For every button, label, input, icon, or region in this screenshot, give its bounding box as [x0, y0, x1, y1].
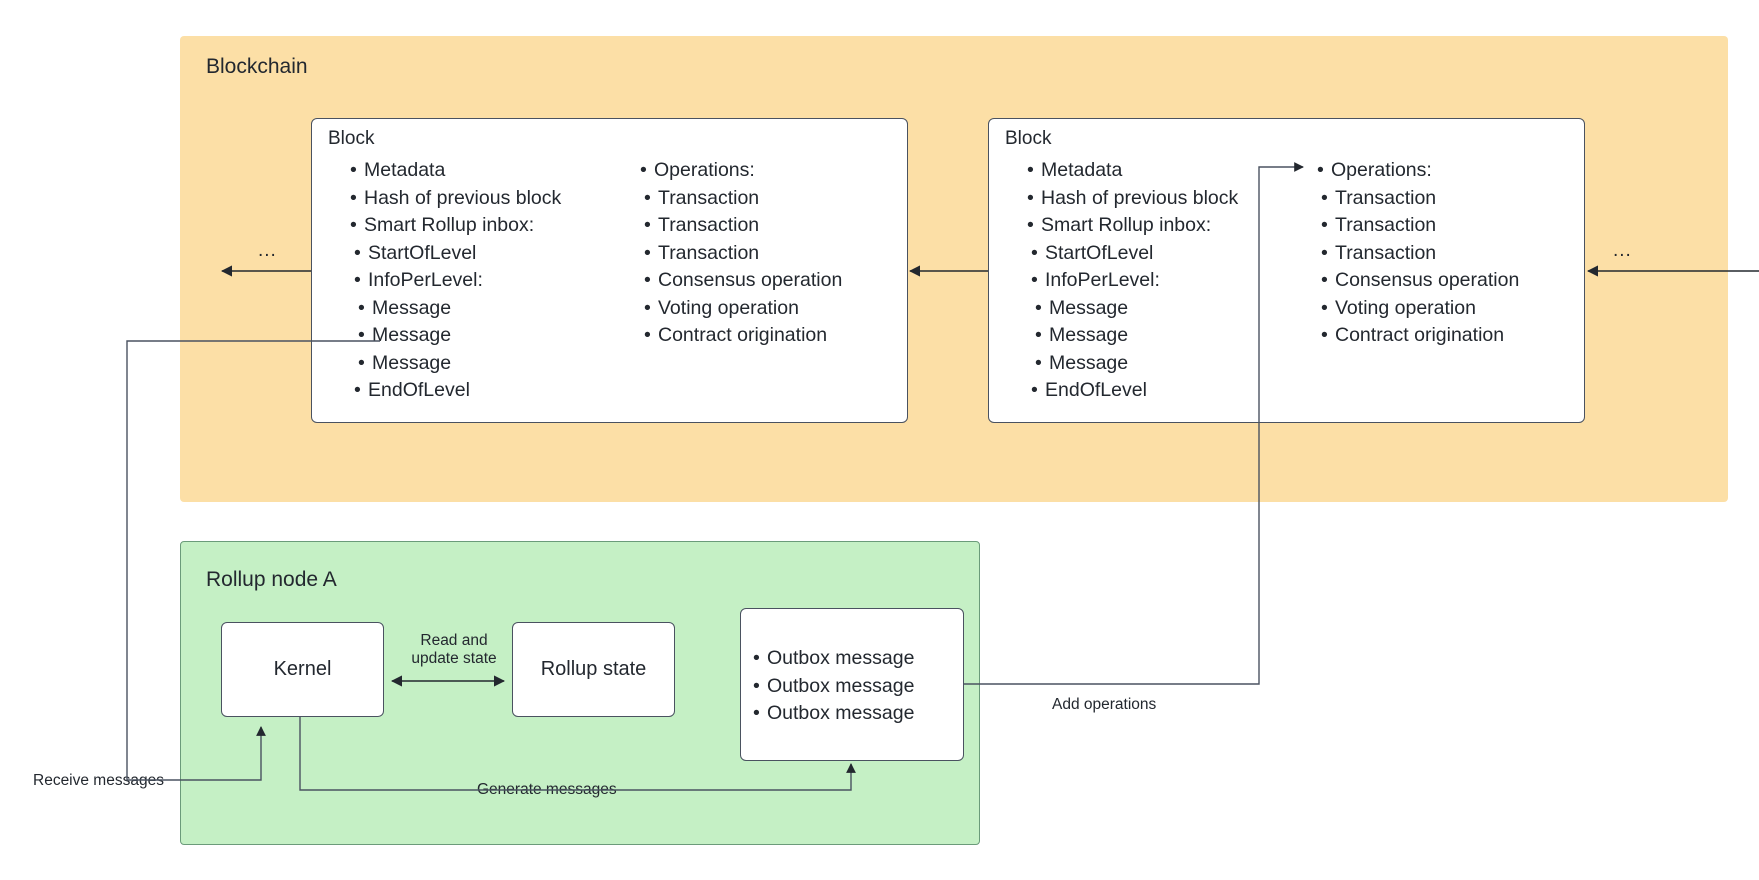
rollup-state-box: Rollup state: [512, 622, 675, 717]
list-item: Operations:: [1317, 157, 1519, 185]
list-item: Smart Rollup inbox:: [1027, 212, 1238, 240]
list-item: Message: [1035, 295, 1238, 323]
list-item: Contract origination: [1321, 322, 1519, 350]
generate-messages-label: Generate messages: [477, 781, 617, 798]
block-card-1: Block Metadata Hash of previous block Sm…: [311, 118, 908, 423]
list-item: Consensus operation: [1321, 267, 1519, 295]
list-item: Hash of previous block: [1027, 185, 1238, 213]
kernel-box: Kernel: [221, 622, 384, 717]
block-2-right-column: Operations: Transaction Transaction Tran…: [1299, 157, 1519, 350]
rollup-state-label: Rollup state: [540, 658, 647, 680]
block-1-label: Block: [328, 128, 375, 149]
list-item: Message: [1035, 350, 1238, 378]
outbox-message-list: Outbox message Outbox message Outbox mes…: [753, 645, 914, 728]
list-item: EndOfLevel: [354, 377, 561, 405]
list-item: Metadata: [350, 157, 561, 185]
block-2-left-column: Metadata Hash of previous block Smart Ro…: [1009, 157, 1238, 405]
list-item: EndOfLevel: [1031, 377, 1238, 405]
list-item: Message: [1035, 322, 1238, 350]
list-item: StartOfLevel: [1031, 240, 1238, 268]
list-item: Voting operation: [1321, 295, 1519, 323]
add-operations-label: Add operations: [1052, 696, 1157, 713]
read-update-state-line2: update state: [411, 650, 497, 667]
outbox-messages-box: Outbox message Outbox message Outbox mes…: [740, 608, 964, 761]
block-1-right-column: Operations: Transaction Transaction Tran…: [622, 157, 842, 350]
rollup-node-title: Rollup node A: [206, 568, 337, 591]
list-item: Consensus operation: [644, 267, 842, 295]
list-item: Smart Rollup inbox:: [350, 212, 561, 240]
list-item: Contract origination: [644, 322, 842, 350]
ellipsis-right: ...: [1613, 240, 1632, 261]
read-update-state-label: Read and update state: [404, 632, 504, 668]
list-item: Outbox message: [753, 700, 914, 728]
blockchain-title: Blockchain: [206, 55, 308, 78]
ellipsis-left: ...: [258, 240, 277, 261]
list-item: Message: [358, 350, 561, 378]
list-item: InfoPerLevel:: [354, 267, 561, 295]
list-item: InfoPerLevel:: [1031, 267, 1238, 295]
block-2-label: Block: [1005, 128, 1052, 149]
list-item: Hash of previous block: [350, 185, 561, 213]
list-item: Transaction: [1321, 185, 1519, 213]
block-card-2: Block Metadata Hash of previous block Sm…: [988, 118, 1585, 423]
list-item: Transaction: [644, 240, 842, 268]
list-item: Metadata: [1027, 157, 1238, 185]
receive-messages-label: Receive messages: [33, 772, 164, 789]
list-item: Message: [358, 322, 561, 350]
block-1-left-column: Metadata Hash of previous block Smart Ro…: [332, 157, 561, 405]
list-item: Transaction: [644, 212, 842, 240]
list-item: Transaction: [644, 185, 842, 213]
list-item: Transaction: [1321, 212, 1519, 240]
list-item: Operations:: [640, 157, 842, 185]
list-item: Outbox message: [753, 673, 914, 701]
kernel-label: Kernel: [273, 658, 332, 680]
read-update-state-line1: Read and: [420, 632, 488, 649]
list-item: Outbox message: [753, 645, 914, 673]
list-item: StartOfLevel: [354, 240, 561, 268]
list-item: Message: [358, 295, 561, 323]
list-item: Voting operation: [644, 295, 842, 323]
list-item: Transaction: [1321, 240, 1519, 268]
